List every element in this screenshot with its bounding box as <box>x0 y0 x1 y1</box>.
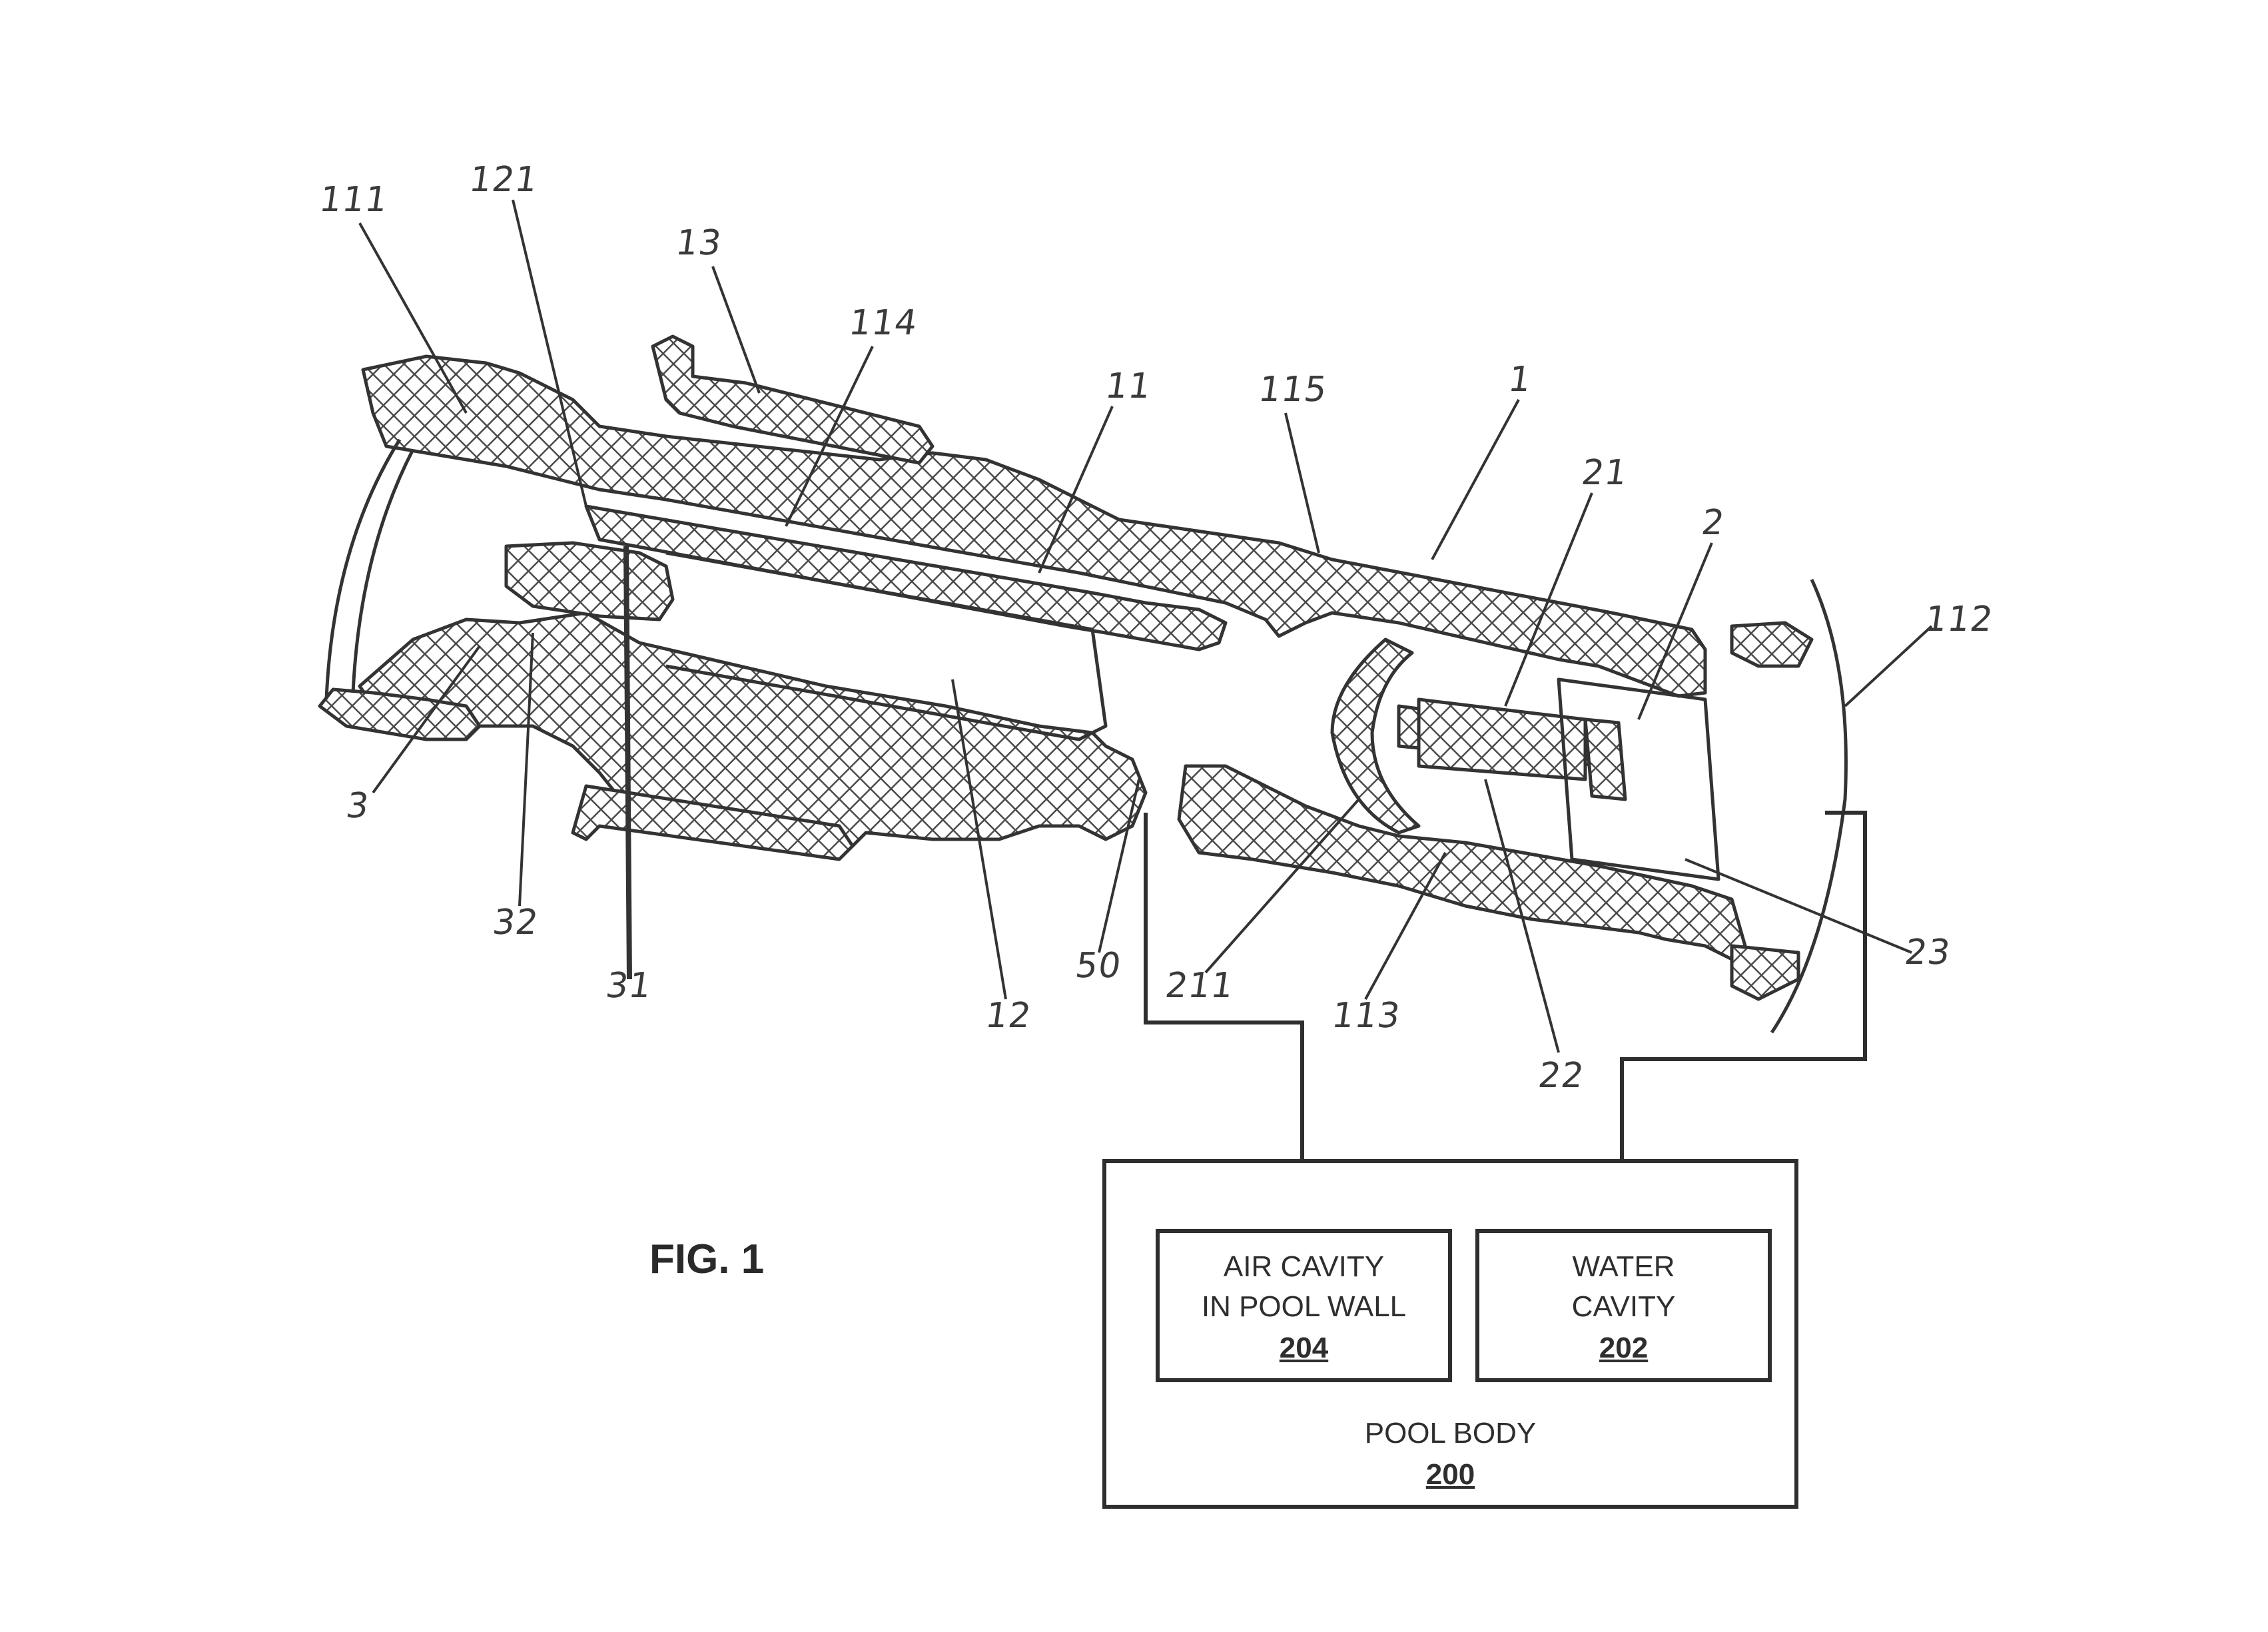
label-12: 12 <box>982 996 1034 1036</box>
label-113: 113 <box>1329 996 1403 1036</box>
right-end-flange-lower <box>1730 944 1800 1001</box>
inner-chamber-outline <box>665 551 1108 741</box>
leader-115 <box>1284 412 1320 554</box>
air-cavity-number: 204 <box>1279 1332 1329 1364</box>
label-32: 32 <box>490 903 542 943</box>
water-cavity-line1: WATER <box>1572 1250 1675 1283</box>
right-end-flange <box>1770 578 1848 1034</box>
label-114: 114 <box>846 303 921 343</box>
leader-3 <box>372 645 481 794</box>
label-112: 112 <box>1922 600 1996 639</box>
label-31: 31 <box>603 966 655 1006</box>
leader-11 <box>1038 406 1114 574</box>
leader-13 <box>711 266 761 394</box>
leader-lines <box>358 199 1933 1053</box>
leader-12 <box>951 679 1007 1000</box>
spring-22 <box>1417 697 1587 781</box>
pool-body-title: POOL BODY <box>1364 1417 1537 1449</box>
seal-2 <box>1583 717 1627 801</box>
figure-label: FIG. 1 <box>649 1236 765 1282</box>
leader-113 <box>1364 852 1447 1000</box>
label-22: 22 <box>1535 1056 1587 1096</box>
water-line <box>1620 811 1867 1229</box>
leader-112 <box>1844 625 1933 707</box>
pool-body-number: 200 <box>1425 1458 1475 1491</box>
valve-body <box>318 334 1848 1034</box>
leader-22 <box>1484 779 1560 1053</box>
water-cavity-number: 202 <box>1599 1332 1649 1364</box>
upper-housing-wall <box>361 354 1707 698</box>
float-dome <box>1330 637 1421 835</box>
water-cavity-line2: CAVITY <box>1571 1290 1676 1323</box>
leader-114 <box>785 346 874 527</box>
label-115: 115 <box>1256 370 1330 410</box>
label-13: 13 <box>673 223 725 263</box>
leader-32 <box>518 632 534 907</box>
valve-stem-31 <box>623 546 632 980</box>
label-21: 21 <box>1579 453 1631 493</box>
label-121: 121 <box>466 160 541 200</box>
right-end-flange-inner <box>1730 621 1814 668</box>
label-211: 211 <box>1162 966 1237 1006</box>
connection-lines <box>1144 811 1867 1229</box>
lower-flange <box>571 784 855 861</box>
air-cavity-line2: IN POOL WALL <box>1201 1290 1407 1323</box>
leader-121 <box>512 199 587 507</box>
label-111: 111 <box>316 180 391 220</box>
label-11: 11 <box>1102 366 1154 406</box>
lower-channel-wall <box>1177 764 1747 961</box>
left-lip-inner <box>351 448 415 693</box>
air-cavity-line1: AIR CAVITY <box>1223 1250 1385 1283</box>
leader-21 <box>1504 492 1593 707</box>
leader-2 <box>1637 542 1713 720</box>
label-23: 23 <box>1902 933 1954 973</box>
leader-23 <box>1685 858 1912 954</box>
air-cavity-box: AIR CAVITY IN POOL WALL 204 <box>1156 1229 1452 1382</box>
left-lip <box>324 438 402 700</box>
water-cavity-box: WATER CAVITY 202 <box>1475 1229 1772 1382</box>
air-line <box>1144 813 1304 1229</box>
check-valve-disc <box>504 541 675 621</box>
leader-211 <box>1204 798 1360 974</box>
label-50: 50 <box>1072 946 1124 986</box>
leader-1 <box>1431 399 1520 560</box>
upper-flange <box>651 334 935 465</box>
right-cage <box>1557 677 1720 881</box>
leader-111 <box>358 222 468 414</box>
leader-50 <box>1098 779 1140 953</box>
